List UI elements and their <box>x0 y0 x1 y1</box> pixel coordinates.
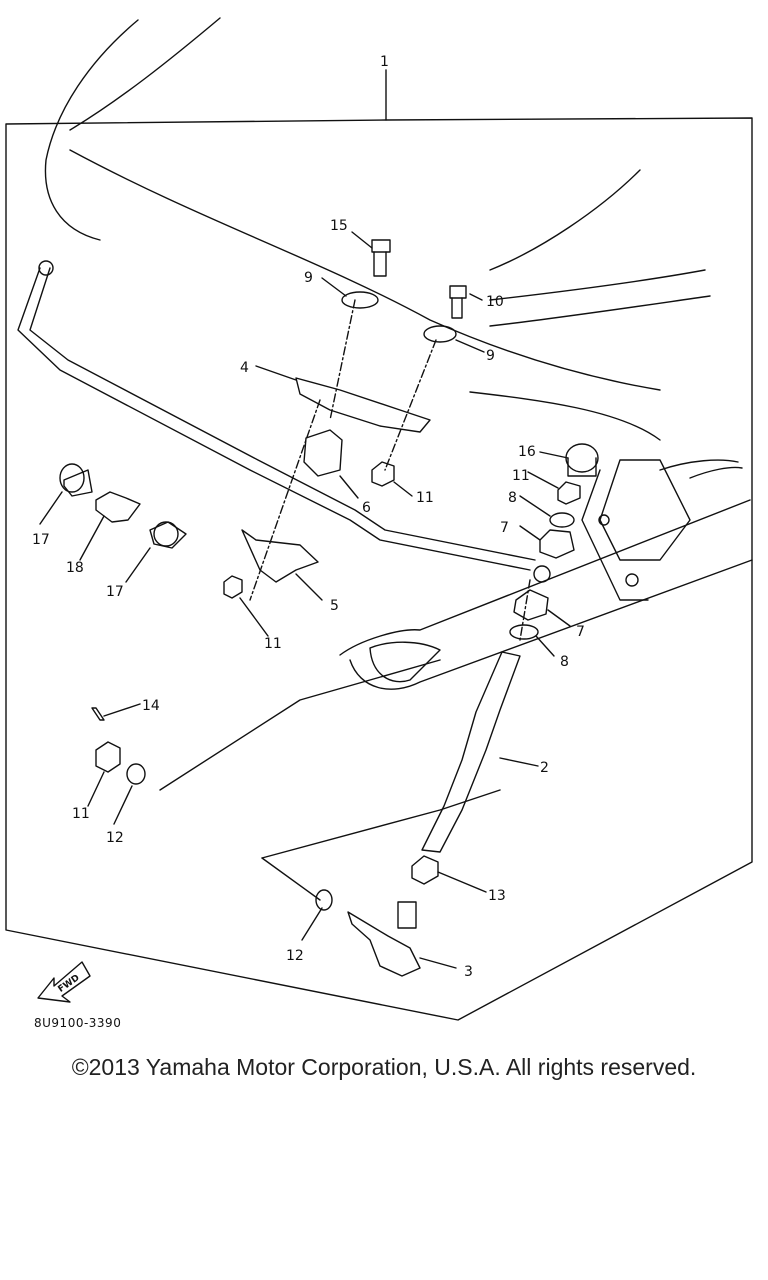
callout-14: 14 <box>142 698 160 714</box>
callout-11-center: 11 <box>416 490 434 506</box>
figure-code: 8U9100-3390 <box>34 1016 122 1030</box>
callout-7-lower: 7 <box>576 624 585 640</box>
callout-9-right: 9 <box>486 348 495 364</box>
link-rod <box>421 651 521 853</box>
callout-8-upper: 8 <box>508 490 517 506</box>
callout-12-bottom: 12 <box>286 948 304 964</box>
callout-2: 2 <box>540 760 549 776</box>
callout-1: 1 <box>380 54 389 70</box>
callout-18: 18 <box>66 560 84 576</box>
callout-3: 3 <box>464 964 473 980</box>
callout-11-right: 11 <box>512 468 530 484</box>
callout-7-upper: 7 <box>500 520 509 536</box>
callout-12-left: 12 <box>106 830 124 846</box>
callout-4: 4 <box>240 360 249 376</box>
stabilizer-bar <box>17 267 531 571</box>
frame-outline <box>5 117 753 1021</box>
callout-13: 13 <box>488 888 506 904</box>
callout-10: 10 <box>486 294 504 310</box>
callout-17-right: 17 <box>106 584 124 600</box>
callout-8-lower: 8 <box>560 654 569 670</box>
callout-5: 5 <box>330 598 339 614</box>
callout-15: 15 <box>330 218 348 234</box>
parts-diagram: 1 2 3 4 5 6 7 7 8 8 9 9 10 11 11 11 11 1… <box>5 17 753 1021</box>
callout-11-bottom: 11 <box>72 806 90 822</box>
callout-6: 6 <box>362 500 371 516</box>
callout-17-left: 17 <box>32 532 50 548</box>
callout-16: 16 <box>518 444 536 460</box>
copyright-notice: ©2013 Yamaha Motor Corporation, U.S.A. A… <box>71 1054 697 1080</box>
ski-outline <box>339 499 751 656</box>
callout-11-left: 11 <box>264 636 282 652</box>
hood-contour <box>44 19 139 241</box>
callout-9-left: 9 <box>304 270 313 286</box>
fwd-arrow <box>37 961 91 1003</box>
